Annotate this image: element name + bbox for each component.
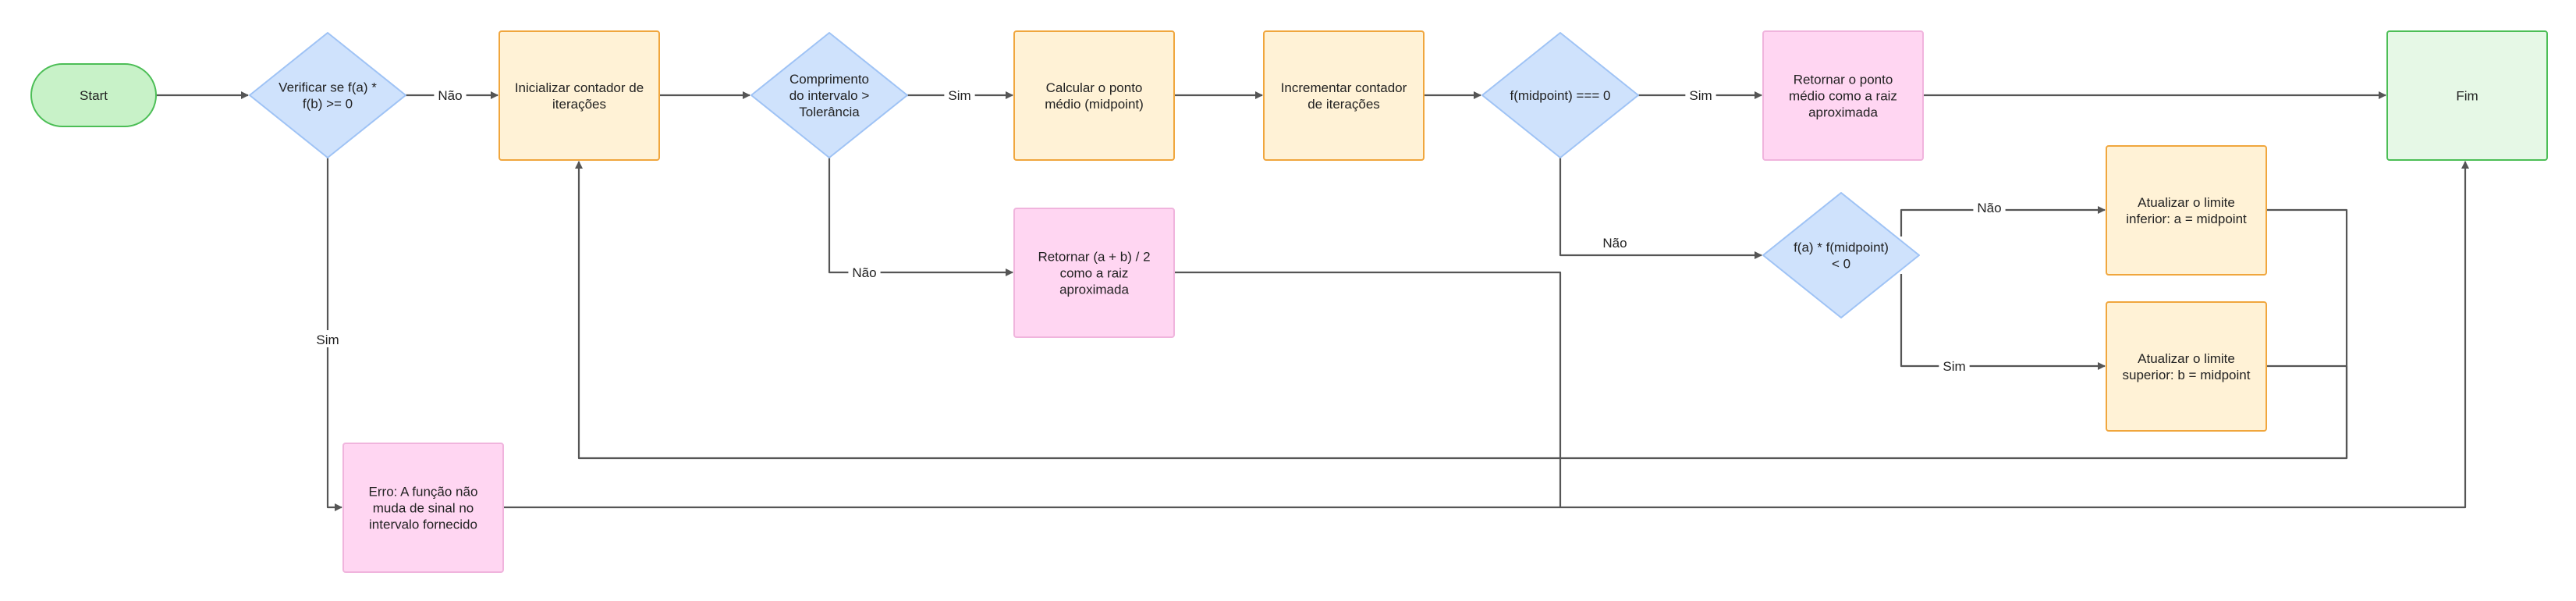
edge-label-text: Não bbox=[438, 88, 462, 103]
node-label-line: aproximada bbox=[1059, 283, 1129, 297]
node-label-line: f(b) >= 0 bbox=[303, 97, 353, 112]
edge-label-check-yes: Sim bbox=[312, 330, 343, 347]
edge-label-background bbox=[1939, 357, 1970, 374]
edge-label-signmid-yes: Sim bbox=[1939, 357, 1970, 374]
edge-label-text: Sim bbox=[316, 333, 339, 347]
decision-shape bbox=[750, 32, 908, 158]
edge-label-text: Não bbox=[1977, 201, 2001, 215]
process-shape bbox=[1013, 30, 1175, 161]
node-sign-check-mid: f(a) * f(midpoint) < 0 bbox=[1762, 192, 1920, 318]
node-label-line: f(a) * f(midpoint) bbox=[1794, 240, 1889, 255]
node-label-line: Tolerância bbox=[799, 105, 860, 119]
edge-check-error bbox=[326, 158, 342, 511]
decision-shape bbox=[249, 32, 406, 158]
edge-average-end bbox=[1174, 271, 1562, 507]
edge-lower-loop bbox=[575, 161, 2348, 460]
edge-label-signmid-no: Não bbox=[1973, 198, 2006, 215]
node-label-line: inferior: a = midpoint bbox=[2126, 212, 2247, 226]
edge-label-text: Não bbox=[852, 265, 876, 280]
node-init-counter: Inicializar contador de iterações bbox=[499, 30, 660, 161]
decision-shape bbox=[1762, 192, 1920, 318]
node-midpoint-zero: f(midpoint) === 0 bbox=[1481, 32, 1639, 158]
node-label-line: Incrementar contador bbox=[1281, 80, 1407, 95]
edge-label-background bbox=[1973, 198, 2006, 215]
edge-midzero-signmid bbox=[1559, 158, 1762, 259]
edge-label-text: Sim bbox=[948, 88, 970, 103]
node-label-line: de iterações bbox=[1308, 97, 1380, 112]
process-shape bbox=[2106, 145, 2267, 276]
node-label-line: Retornar o ponto bbox=[1794, 73, 1893, 87]
process-shape bbox=[1013, 208, 1175, 338]
node-label-line: Calcular o ponto bbox=[1046, 80, 1143, 95]
edge-label-midzero-no: Não bbox=[1598, 233, 1631, 251]
edge-error-end bbox=[503, 161, 2469, 509]
node-update-lower: Atualizar o limite inferior: a = midpoint bbox=[2106, 145, 2267, 276]
edge-label-text: Sim bbox=[1689, 88, 1712, 103]
node-end: Fim bbox=[2386, 30, 2548, 161]
edge-label-text: Sim bbox=[1943, 359, 1965, 374]
node-label-line: Erro: A função não bbox=[369, 485, 478, 500]
node-update-upper: Atualizar o limite superior: b = midpoint bbox=[2106, 301, 2267, 432]
node-increment-counter: Incrementar contador de iterações bbox=[1263, 30, 1425, 161]
node-label-line: f(midpoint) === 0 bbox=[1510, 88, 1611, 103]
edge-label-background bbox=[1598, 233, 1631, 251]
edge-label-background bbox=[848, 263, 881, 280]
nodes-layer: Start Verificar se f(a) * f(b) >= 0 Inicial… bbox=[30, 30, 2548, 573]
node-label-line: muda de sinal no bbox=[373, 501, 474, 516]
node-return-midpoint: Retornar o ponto médio como a raizaproxim… bbox=[1762, 30, 1924, 161]
edge-interval-average bbox=[828, 158, 1013, 276]
process-shape bbox=[2386, 30, 2548, 161]
edge-signmid-lower bbox=[1900, 206, 2106, 236]
node-label-line: iterações bbox=[552, 97, 606, 112]
edge-label-background bbox=[434, 86, 467, 103]
node-label-line: aproximada bbox=[1808, 105, 1878, 120]
terminal-shape bbox=[30, 63, 157, 127]
edge-label-background bbox=[944, 86, 975, 103]
edge-label-interval-no: Não bbox=[848, 263, 881, 280]
node-label-line: como a raiz bbox=[1060, 266, 1129, 281]
node-check-sign: Verificar se f(a) * f(b) >= 0 bbox=[249, 32, 406, 158]
process-shape bbox=[342, 443, 504, 573]
node-label-line: do intervalo > bbox=[789, 88, 870, 103]
decision-shape bbox=[1481, 32, 1639, 158]
edge-label-background bbox=[312, 330, 343, 347]
node-calc-midpoint: Calcular o ponto médio (midpoint) bbox=[1013, 30, 1175, 161]
node-label-line: Atualizar o limite bbox=[2138, 195, 2235, 210]
process-shape bbox=[1762, 30, 1924, 161]
node-label-line: Inicializar contador de bbox=[515, 80, 644, 95]
edge-label-midzero-yes: Sim bbox=[1685, 86, 1716, 103]
edge-label-text: Não bbox=[1602, 236, 1627, 251]
process-shape bbox=[2106, 301, 2267, 432]
edge-upper-loop bbox=[2266, 365, 2348, 458]
node-label-line: intervalo fornecido bbox=[369, 517, 477, 532]
node-label-line: Fim bbox=[2456, 89, 2478, 104]
edge-label-check-no: Não bbox=[434, 86, 467, 103]
edge-signmid-upper bbox=[1900, 274, 2106, 370]
node-label-line: Comprimento bbox=[789, 72, 869, 87]
node-label-line: Retornar (a + b) / 2 bbox=[1038, 250, 1150, 265]
edges-layer bbox=[156, 91, 2469, 511]
node-label-line: superior: b = midpoint bbox=[2123, 368, 2251, 382]
edge-label-interval-yes: Sim bbox=[944, 86, 975, 103]
process-shape bbox=[1263, 30, 1425, 161]
node-label-line: Verificar se f(a) * bbox=[279, 80, 377, 95]
node-label-line: < 0 bbox=[1832, 257, 1850, 272]
node-label-line: médio (midpoint) bbox=[1045, 97, 1144, 112]
node-label-line: Atualizar o limite bbox=[2138, 351, 2235, 366]
edge-label-background bbox=[1685, 86, 1716, 103]
node-label-line: médio como a raiz bbox=[1789, 89, 1897, 104]
node-start: Start bbox=[30, 63, 157, 127]
node-label-line: Start bbox=[80, 88, 108, 103]
process-shape bbox=[499, 30, 660, 161]
